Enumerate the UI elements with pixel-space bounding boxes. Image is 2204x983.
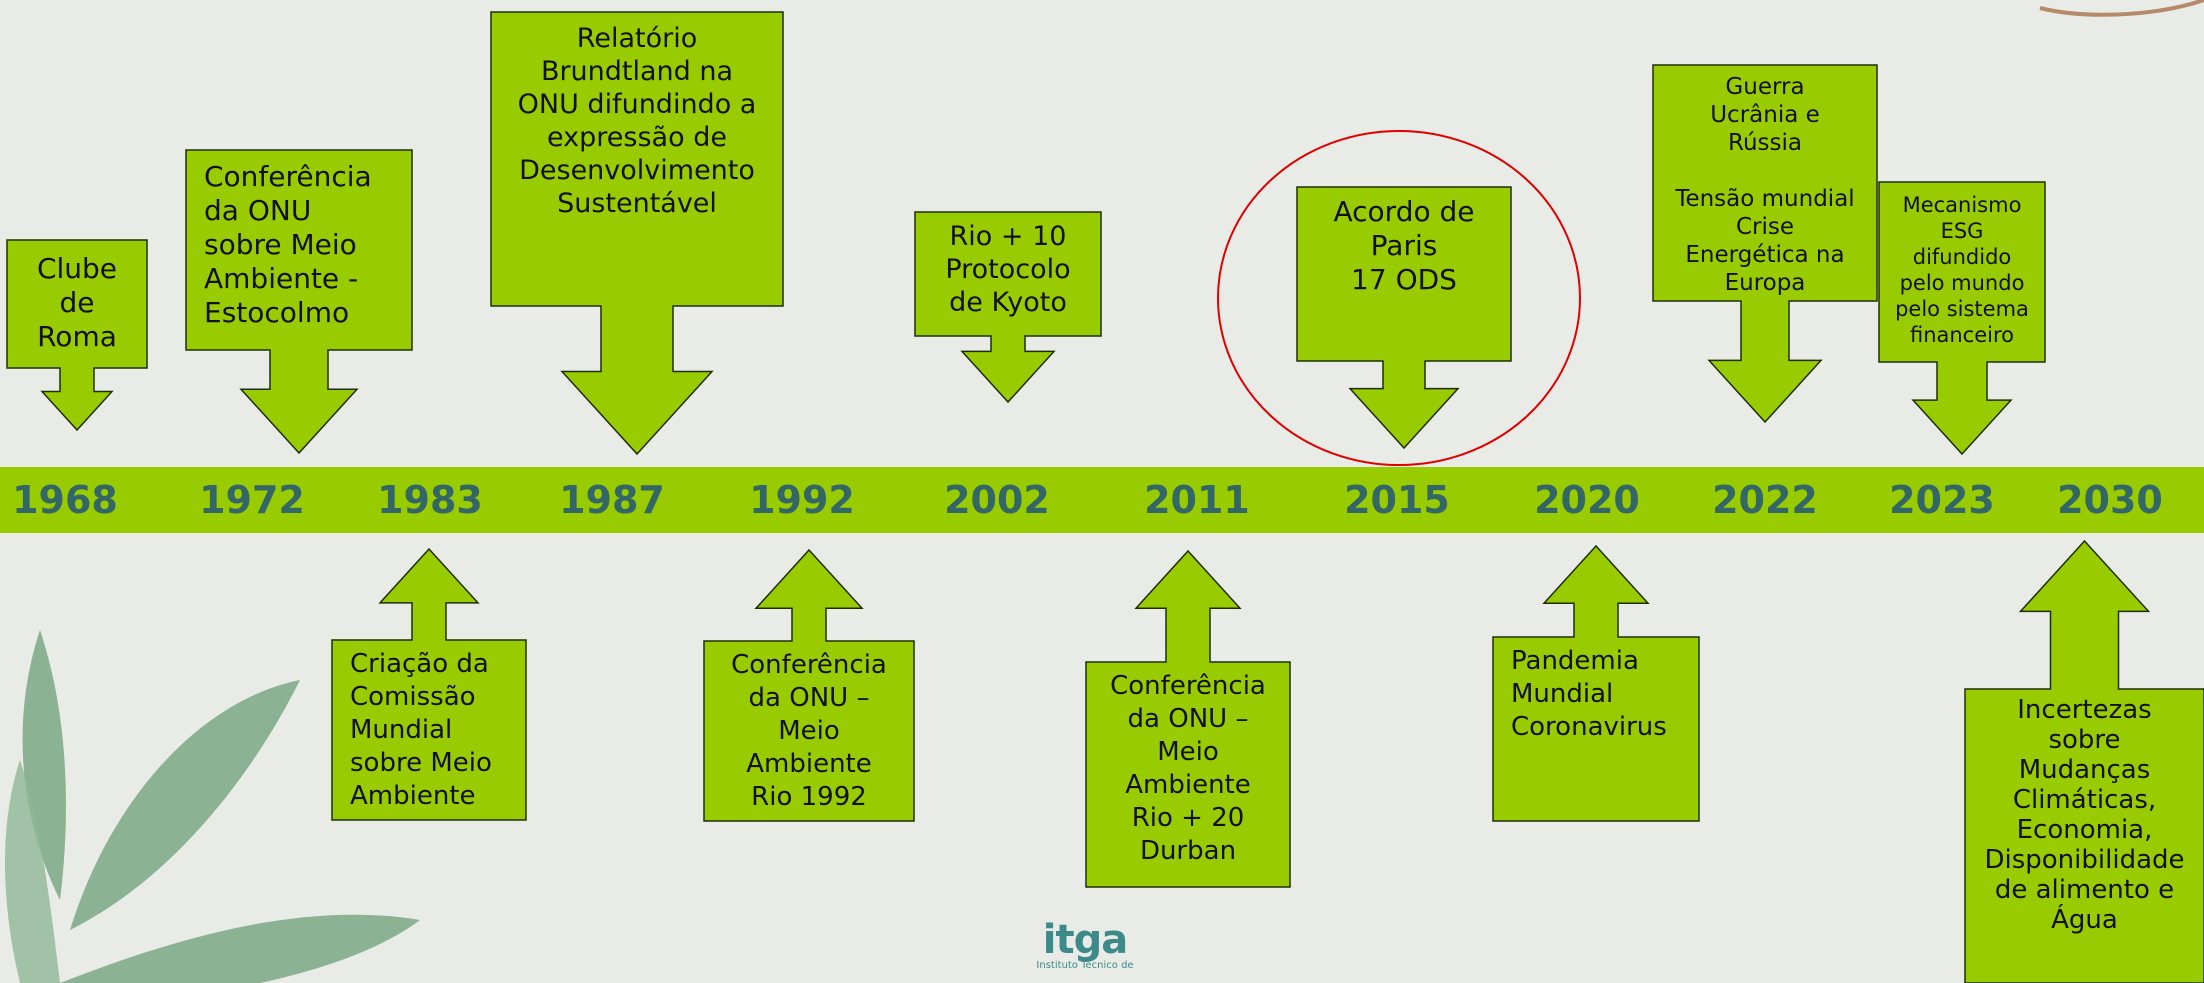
corner-swirl <box>2039 0 2204 17</box>
event-callout-1972: Conferência da ONU sobre Meio Ambiente -… <box>185 149 413 455</box>
callout-arrow-down <box>185 149 413 455</box>
callout-arrow-shape <box>1964 539 2204 983</box>
year-label-1972: 1972 <box>199 478 305 522</box>
event-callout-1983: Criação da Comissão Mundial sobre Meio A… <box>331 547 527 821</box>
event-text: Acordo de Paris 17 ODS <box>1333 195 1475 296</box>
event-text: Incertezas sobre Mudanças Climáticas, Ec… <box>1984 695 2185 935</box>
callout-arrow-shape <box>1878 181 2046 456</box>
callout-arrow-up <box>1964 539 2204 983</box>
year-label-2022: 2022 <box>1712 478 1818 522</box>
year-label-1987: 1987 <box>559 478 665 522</box>
callout-arrow-shape <box>6 239 148 432</box>
callout-arrow-shape <box>914 211 1102 404</box>
year-label-1992: 1992 <box>749 478 855 522</box>
event-text: Conferência da ONU – Meio Ambiente Rio 1… <box>731 650 887 812</box>
event-callout-2011: Conferência da ONU – Meio Ambiente Rio +… <box>1085 549 1291 888</box>
callout-arrow-shape <box>1492 544 1700 822</box>
callout-arrow-shape <box>1085 549 1291 888</box>
event-text: Clube de Roma <box>36 252 118 353</box>
event-callout-1992: Conferência da ONU – Meio Ambiente Rio 1… <box>703 548 915 822</box>
event-callout-2015: Acordo de Paris 17 ODS <box>1296 186 1512 450</box>
event-callout-2022: Guerra Ucrânia e Rússia Tensão mundial C… <box>1652 64 1878 424</box>
callout-arrow-down <box>914 211 1102 404</box>
event-text: Conferência da ONU sobre Meio Ambiente -… <box>204 160 372 329</box>
callout-arrow-down <box>1652 64 1878 424</box>
event-text: Conferência da ONU – Meio Ambiente Rio +… <box>1110 671 1266 866</box>
callout-arrow-down <box>1878 181 2046 456</box>
logo-subtitle: Instituto Técnico de <box>1036 960 1134 971</box>
callout-arrow-up <box>1492 544 1700 822</box>
year-label-2011: 2011 <box>1144 478 1250 522</box>
year-label-2023: 2023 <box>1889 478 1995 522</box>
event-callout-2030: Incertezas sobre Mudanças Climáticas, Ec… <box>1964 539 2204 983</box>
callout-arrow-shape <box>185 149 413 455</box>
callout-arrow-shape <box>1652 64 1878 424</box>
year-label-2002: 2002 <box>944 478 1050 522</box>
logo-mark: itga <box>1042 917 1128 963</box>
event-text: Guerra Ucrânia e Rússia Tensão mundial C… <box>1675 74 1855 296</box>
event-callout-2020: Pandemia Mundial Coronavirus <box>1492 544 1700 822</box>
callout-arrow-up <box>331 547 527 821</box>
event-callout-2023: Mecanismo ESG difundido pelo mundo pelo … <box>1878 181 2046 456</box>
year-label-2030: 2030 <box>2057 478 2163 522</box>
event-text: Relatório Brundtland na ONU difundindo a… <box>517 23 757 219</box>
callout-arrow-down <box>6 239 148 432</box>
callout-arrow-shape <box>331 547 527 821</box>
year-label-1983: 1983 <box>377 478 483 522</box>
callout-arrow-shape <box>490 11 784 456</box>
callout-arrow-down <box>490 11 784 456</box>
event-callout-1968: Clube de Roma <box>6 239 148 432</box>
event-callout-2002: Rio + 10 Protocolo de Kyoto <box>914 211 1102 404</box>
callout-arrow-up <box>703 548 915 822</box>
event-callout-1987: Relatório Brundtland na ONU difundindo a… <box>490 11 784 456</box>
year-label-2020: 2020 <box>1534 478 1640 522</box>
event-text: Pandemia Mundial Coronavirus <box>1511 646 1667 742</box>
year-label-1968: 1968 <box>12 478 118 522</box>
callout-arrow-shape <box>703 548 915 822</box>
year-label-2015: 2015 <box>1344 478 1450 522</box>
timeline-band <box>0 467 2204 533</box>
itga-logo: itga Instituto Técnico de <box>1030 920 1140 971</box>
event-text: Rio + 10 Protocolo de Kyoto <box>945 221 1071 318</box>
callout-arrow-up <box>1085 549 1291 888</box>
event-text: Criação da Comissão Mundial sobre Meio A… <box>350 649 492 811</box>
event-text: Mecanismo ESG difundido pelo mundo pelo … <box>1895 193 2029 347</box>
